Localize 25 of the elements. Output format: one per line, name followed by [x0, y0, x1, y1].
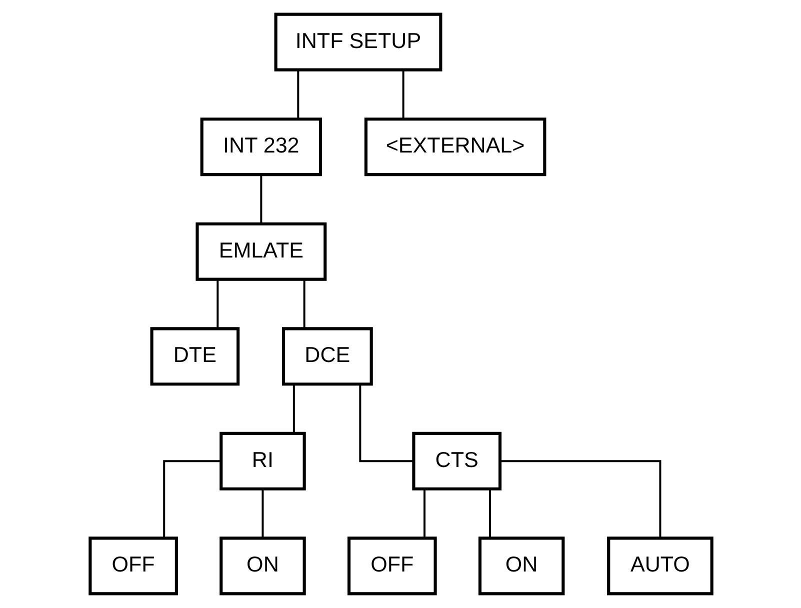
node-box: INTF SETUP: [274, 12, 442, 72]
connector: [423, 489, 425, 538]
connector: [162, 460, 220, 538]
connector: [402, 70, 404, 119]
connector: [216, 280, 218, 328]
connector: [500, 460, 661, 538]
node-box: RI: [219, 432, 306, 490]
connector: [292, 384, 294, 433]
node-box: DTE: [150, 327, 240, 386]
node-box: DCE: [281, 327, 372, 386]
connector: [358, 384, 414, 462]
connector: [488, 489, 490, 538]
node-box: CTS: [412, 432, 502, 490]
connector: [261, 489, 264, 538]
connector: [302, 280, 305, 328]
connector: [296, 70, 299, 119]
node-box: INT 232: [200, 118, 322, 176]
node-box: ON: [478, 536, 564, 596]
node-box: AUTO: [606, 536, 713, 596]
node-box: OFF: [346, 536, 436, 596]
node-box: OFF: [88, 536, 178, 596]
node-box: EMLATE: [195, 222, 326, 281]
node-box: <EXTERNAL>: [364, 118, 546, 176]
connector: [260, 174, 262, 224]
node-box: ON: [219, 536, 306, 596]
